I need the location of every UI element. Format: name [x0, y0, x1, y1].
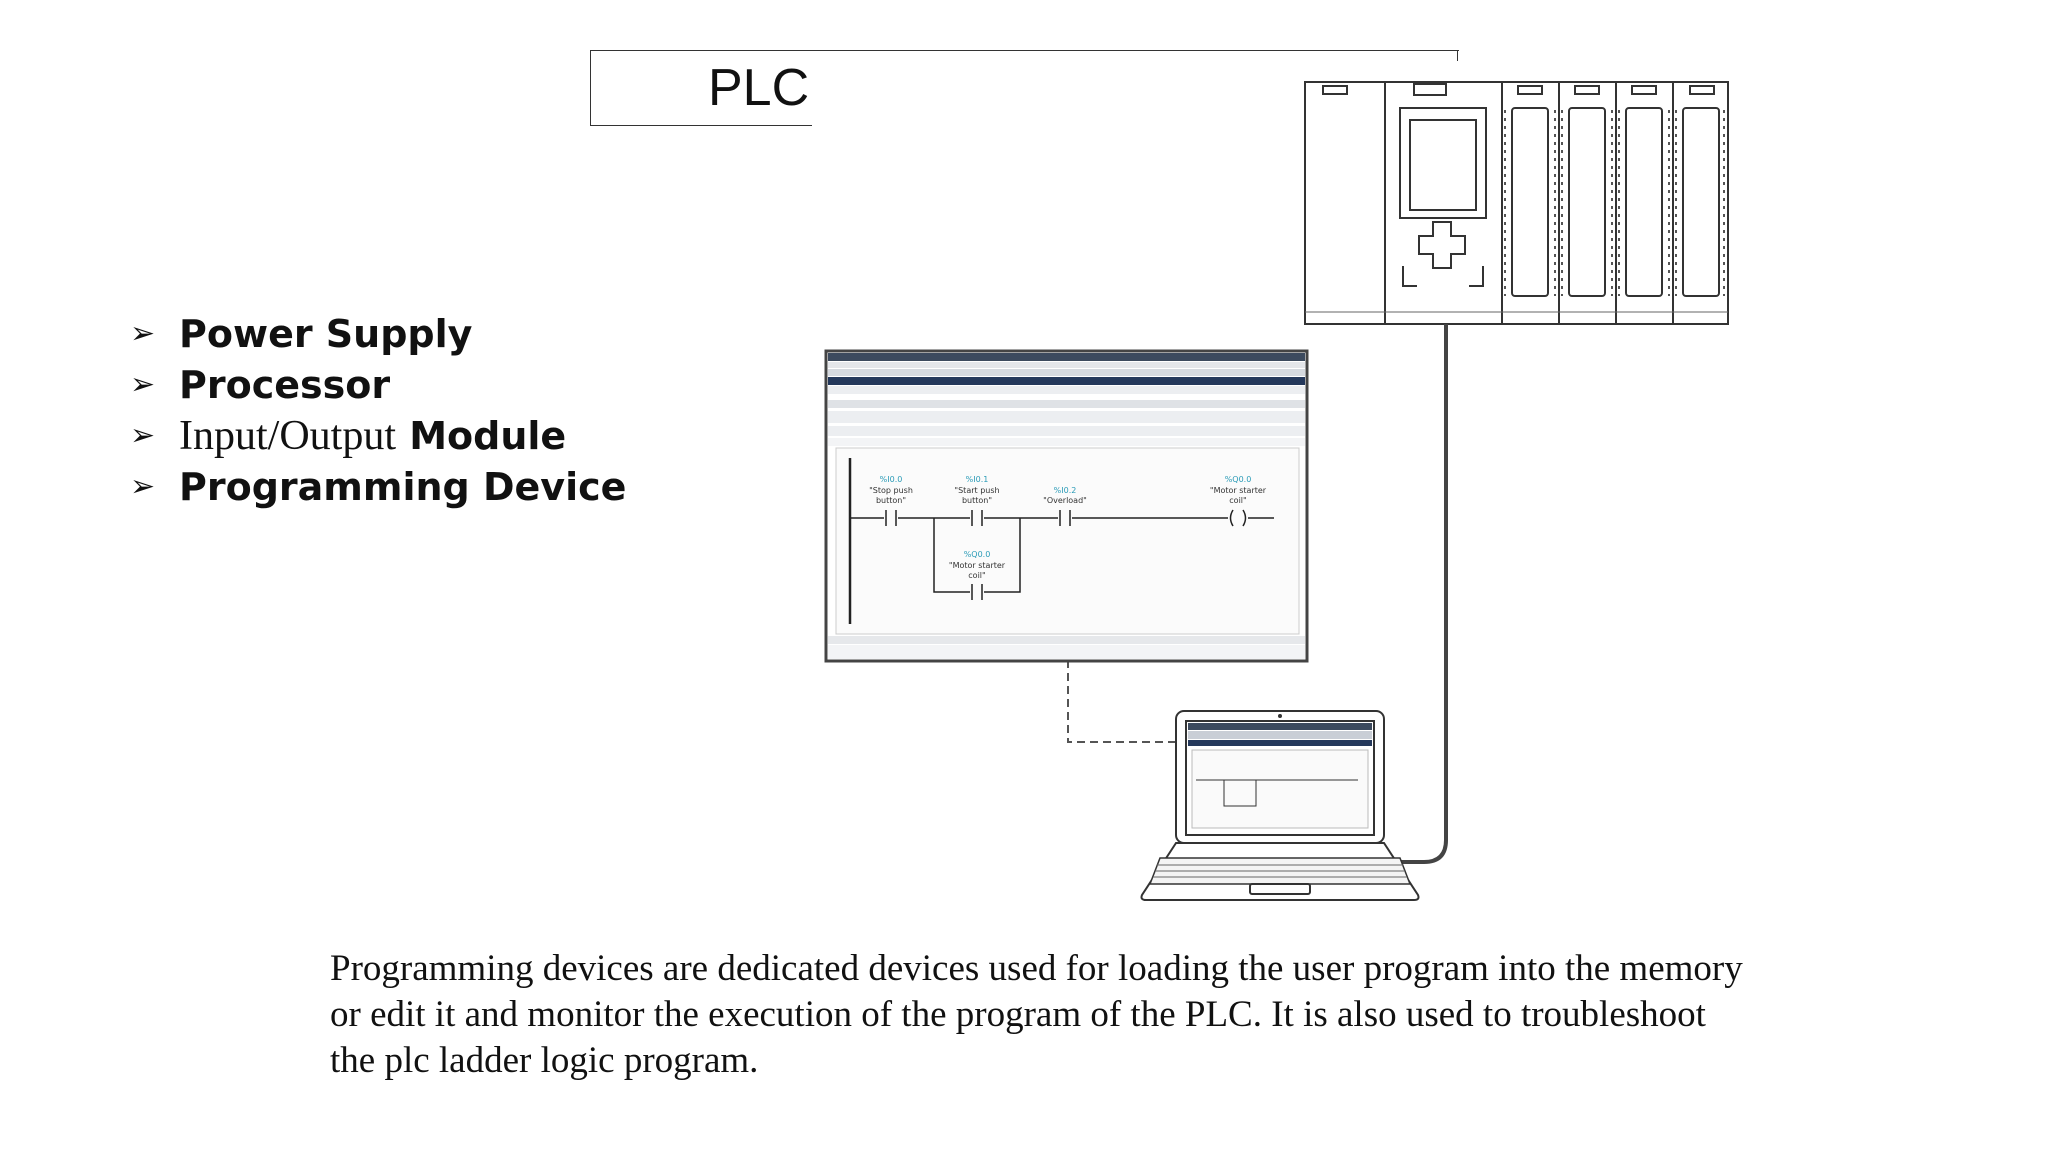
- coil-tag: "Motor starter: [1210, 486, 1267, 495]
- arrow-bullet-icon: ➢: [130, 469, 156, 504]
- list-item: ➢ Processor: [130, 359, 626, 410]
- contact2-tag: button": [962, 496, 992, 505]
- list-item: ➢ Programming Device: [130, 461, 626, 512]
- power-supply-led-icon: [1322, 85, 1348, 95]
- contact1-address: %I0.0: [880, 475, 903, 484]
- branch-address: %Q0.0: [964, 550, 991, 559]
- coil-icon: [1229, 509, 1247, 527]
- arrow-bullet-icon: ➢: [130, 316, 156, 351]
- laptop-icon: [1140, 710, 1420, 901]
- coil-tag: coil": [1229, 496, 1246, 505]
- cpu-keypad-icon: [1418, 221, 1466, 269]
- contact1-tag: "Stop push: [869, 486, 913, 495]
- list-item-label: Module: [409, 413, 567, 458]
- arrow-bullet-icon: ➢: [130, 418, 156, 453]
- list-item-label: Programming Device: [179, 464, 627, 509]
- contact1-tag: button": [876, 496, 906, 505]
- caption-text: Programming devices are dedicated device…: [330, 948, 1743, 1081]
- coil-address: %Q0.0: [1225, 475, 1252, 484]
- title-connector-line: [812, 50, 1459, 51]
- list-item-label: Processor: [179, 362, 391, 407]
- monitor-link-dashed: [1067, 660, 1178, 743]
- list-item-label-serif: Input/Output: [179, 412, 396, 459]
- contact3-address: %I0.2: [1054, 486, 1077, 495]
- contact2-tag: "Start push: [954, 486, 999, 495]
- title-frame: [590, 50, 812, 126]
- contact2-address: %I0.1: [966, 475, 989, 484]
- io-terminals: [1504, 110, 1725, 296]
- list-item-label: Power Supply: [179, 311, 473, 356]
- rack-outline: [1304, 81, 1729, 325]
- branch-tag: "Motor starter: [949, 561, 1006, 570]
- branch-tag: coil": [968, 571, 985, 580]
- page-title: PLC: [708, 59, 810, 117]
- software-screen: %I0.0 "Stop push button" %I0.1 "Start pu…: [824, 349, 1309, 663]
- list-item: ➢ Input/Output Module: [130, 410, 626, 461]
- plc-cable: [1383, 324, 1448, 864]
- title-connector-tick: [1457, 50, 1458, 61]
- contact3-tag: "Overload": [1043, 496, 1087, 505]
- arrow-bullet-icon: ➢: [130, 367, 156, 402]
- list-item: ➢ Power Supply: [130, 308, 626, 359]
- plc-rack: [1304, 81, 1729, 325]
- component-list: ➢ Power Supply ➢ Processor ➢ Input/Output M…: [130, 308, 626, 512]
